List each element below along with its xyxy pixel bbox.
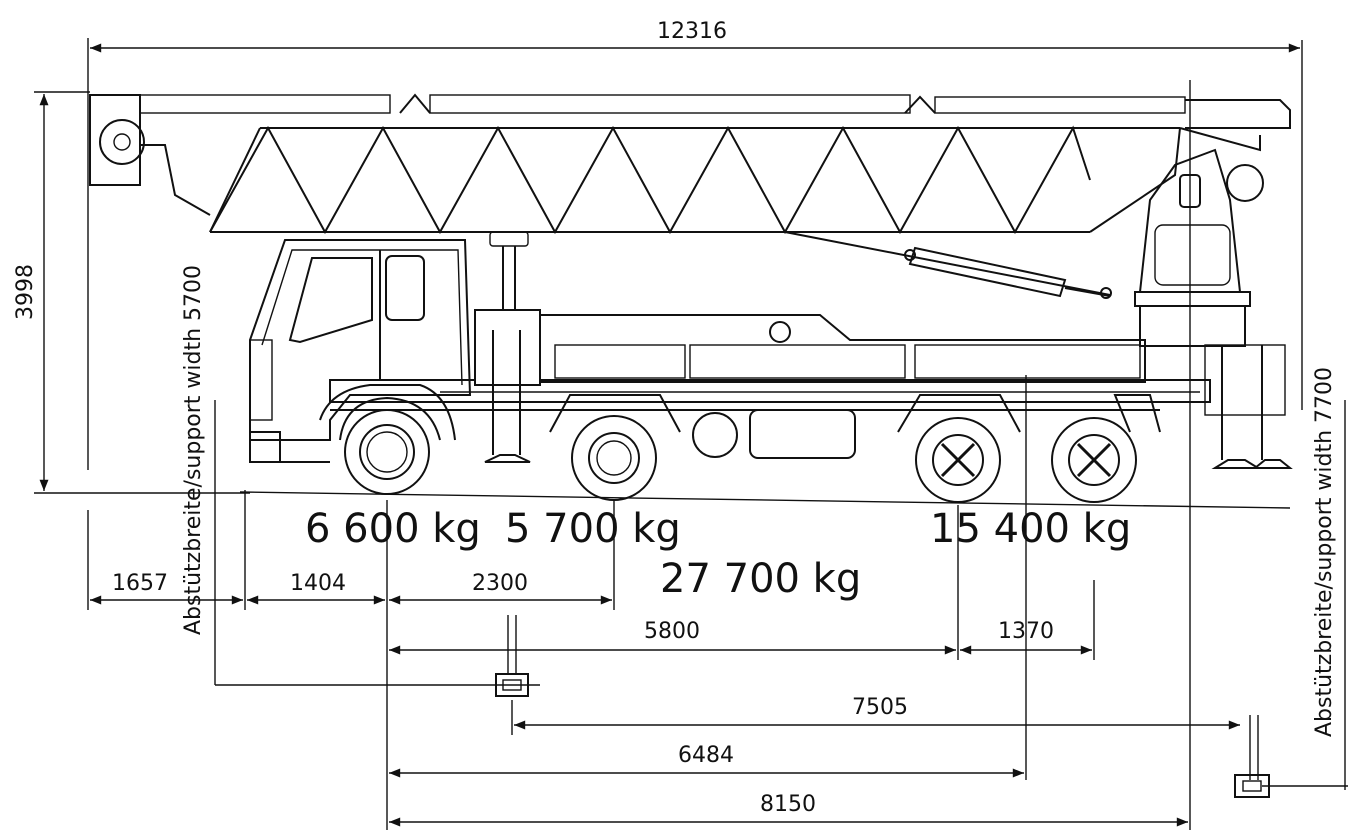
axle1-to-axle3-label: 5800: [644, 619, 700, 644]
dimension-lines: [34, 38, 1348, 830]
front-to-axle1-label: 1404: [290, 571, 346, 596]
chassis-frame: [329, 379, 1211, 411]
dimension-labels: 12316 3998 1657 1404 2300 5800 1370 7505…: [13, 19, 1054, 817]
axle1-to-tandem-label: 6484: [678, 743, 734, 768]
axle-weight-labels: 6 600 kg 5 700 kg 15 400 kg 27 700 kg: [305, 506, 1131, 602]
overall-height-label: 3998: [13, 264, 38, 320]
crane-turret: [1134, 148, 1264, 347]
axle1-weight: 6 600 kg: [305, 506, 481, 552]
total-weight: 27 700 kg: [660, 556, 861, 602]
front-overhang-label: 1657: [112, 571, 168, 596]
front-support-width-label: Abstützbreite/support width 5700: [181, 265, 206, 635]
outriggers: [484, 330, 1293, 469]
rear-support-width-label: Abstützbreite/support width 7700: [1312, 367, 1337, 737]
axle1-to-rear-outrigger-label: 8150: [760, 792, 816, 817]
luffing-cylinder: [784, 231, 1112, 299]
wheel-axle-3: [915, 417, 1001, 503]
truck-deck: [474, 231, 1146, 386]
wheel-axle-4: [1051, 417, 1137, 503]
axle1-to-axle2-label: 2300: [472, 571, 528, 596]
fuel-tank: [692, 409, 856, 459]
outrigger-span-label: 7505: [852, 695, 908, 720]
wheel-axle-2: [571, 415, 657, 501]
wheels: [339, 394, 1161, 503]
tandem-weight: 15 400 kg: [930, 506, 1131, 552]
axle2-weight: 5 700 kg: [505, 506, 681, 552]
wheel-axle-1: [344, 409, 430, 495]
lattice-boom: [89, 93, 1291, 235]
support-width-labels: Abstützbreite/support width 5700 Abstütz…: [181, 265, 1337, 737]
overall-length-label: 12316: [657, 19, 727, 44]
crane-truck-illustration: [89, 93, 1293, 509]
truck-cab: [249, 239, 472, 463]
axle3-to-axle4-label: 1370: [998, 619, 1054, 644]
